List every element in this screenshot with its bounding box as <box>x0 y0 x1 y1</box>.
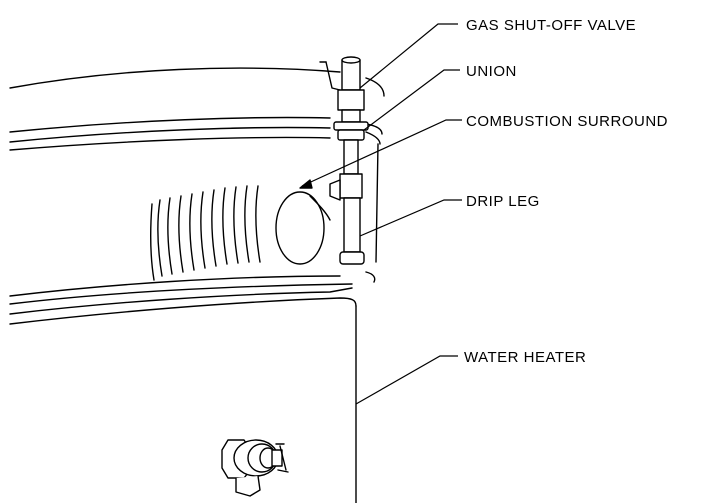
label-gas-shutoff-valve: GAS SHUT-OFF VALVE <box>466 17 636 34</box>
combustion-air-louvers <box>149 185 261 281</box>
burner-access-port <box>275 191 331 265</box>
leader-gas-shutoff-valve <box>359 23 458 89</box>
water-heater-body <box>9 67 385 503</box>
leader-combustion-surround <box>301 119 462 187</box>
leader-water-heater <box>355 355 458 405</box>
leader-union <box>363 69 460 131</box>
label-combustion-surround: COMBUSTION SURROUND <box>466 113 668 130</box>
label-water-heater: WATER HEATER <box>464 349 586 366</box>
label-leaders <box>299 23 462 405</box>
label-drip-leg: DRIP LEG <box>466 193 540 210</box>
drain-valve <box>221 439 289 497</box>
arrow-combustion-surround <box>299 179 313 189</box>
label-union: UNION <box>466 63 517 80</box>
leader-drip-leg <box>359 199 462 237</box>
gas-piping-assembly <box>319 56 369 265</box>
